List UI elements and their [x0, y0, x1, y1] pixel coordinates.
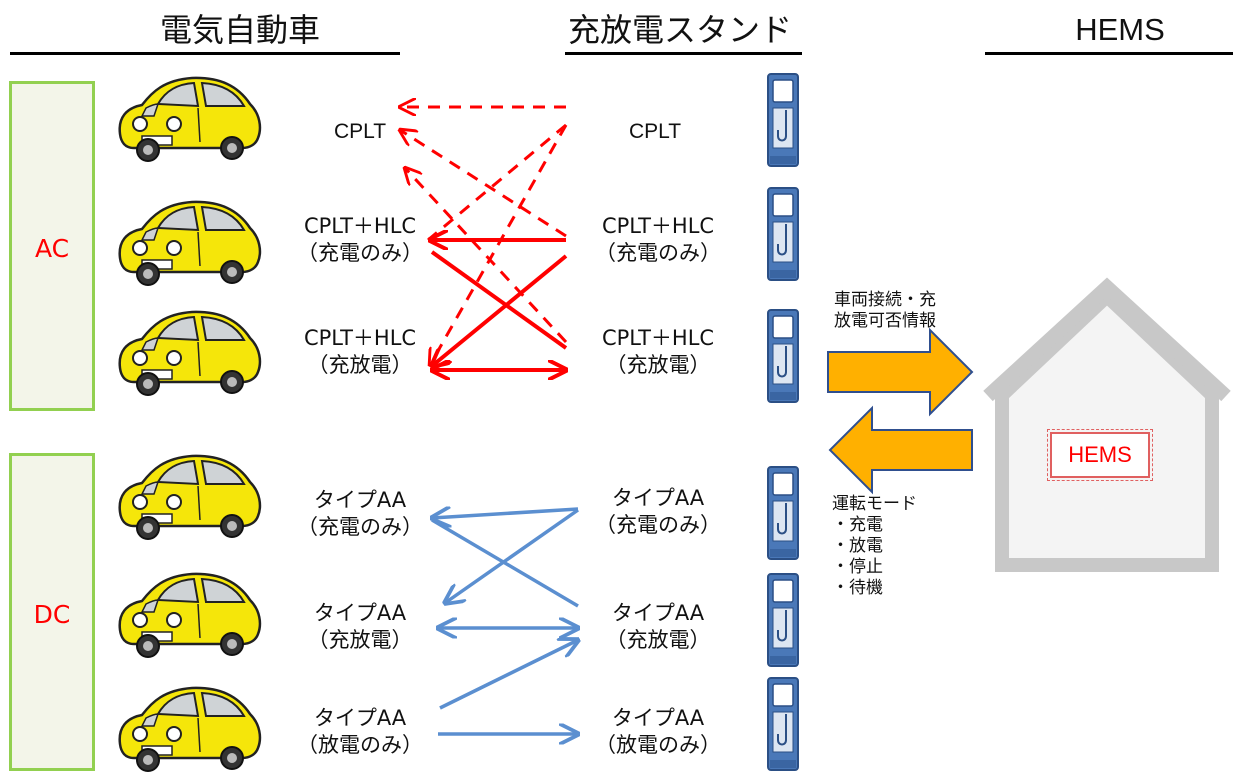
dc-link-charge-to-charge [432, 509, 579, 518]
station-label-5: タイプAA（充放電） [605, 601, 711, 652]
from-hems-note: 運転モード ・充電 ・放電 ・停止 ・待機 [832, 494, 917, 598]
to-hems-arrow [827, 327, 974, 417]
dc-links [432, 509, 578, 734]
car-label-5: タイプAA（充放電） [307, 601, 413, 652]
dc-link-v2h-to-charge [431, 518, 579, 608]
to-hems-note: 車両接続・充放電可否情報 [834, 290, 936, 331]
ac-link-hlc-v2h-to-cplt [405, 168, 568, 344]
house-outline [995, 286, 1219, 572]
dc-link-discharge-to-v2h [439, 640, 578, 710]
ac-link-cplt-to-hlc-charge [427, 123, 567, 242]
house-roof [983, 277, 1231, 402]
station-label-6: タイプAA（放電のみ） [595, 706, 721, 757]
car-label-1: CPLT [333, 120, 387, 143]
car-label-4: タイプAA（充電のみ） [297, 488, 423, 539]
ac-group-label: AC [34, 234, 70, 263]
station-illustration-1 [767, 73, 799, 167]
from-hems-arrow [828, 405, 973, 495]
station-illustration-5 [767, 573, 799, 667]
ev-column-rule [10, 52, 400, 55]
car-illustration-4 [118, 454, 262, 540]
car-label-2: CPLT＋HLC（充電のみ） [297, 214, 423, 265]
station-label-1: CPLT [628, 120, 682, 143]
ac-link-hlc-v2h-to-hlc-charge [430, 250, 568, 350]
car-illustration-6 [118, 686, 262, 772]
ev-column-title: 電気自動車 [159, 11, 320, 49]
station-column-rule [565, 52, 802, 55]
car-illustration-3 [118, 310, 262, 396]
station-illustration-6 [766, 676, 800, 772]
station-label-4: タイプAA（充電のみ） [595, 486, 721, 537]
hems-column-title: HEMS [1075, 12, 1165, 47]
ac-group-box [9, 81, 95, 411]
ac-link-hlc-charge-to-cplt [400, 130, 567, 238]
dc-group-label: DC [33, 600, 71, 629]
station-illustration-2 [767, 187, 799, 281]
car-illustration-5 [118, 572, 262, 658]
house-hems-label: HEMS [1047, 429, 1153, 481]
ac-links [400, 107, 566, 370]
station-illustration-3 [767, 309, 799, 403]
station-label-2: CPLT＋HLC（充電のみ） [595, 214, 721, 265]
dc-group-box [9, 453, 95, 771]
car-illustration-2 [118, 200, 262, 286]
ac-link-hlc-charge-to-hlc-v2h [432, 254, 568, 366]
station-label-3: CPLT＋HLC（充放電） [601, 326, 715, 377]
dc-link-charge-to-v2h [445, 508, 580, 603]
station-illustration-4 [766, 465, 800, 561]
car-label-3: CPLT＋HLC（充放電） [303, 326, 417, 377]
car-label-6: タイプAA（放電のみ） [297, 706, 423, 757]
hems-column-rule [985, 52, 1233, 55]
car-illustration-1 [118, 76, 262, 162]
ac-link-cplt-to-hlc-v2h [430, 124, 568, 365]
station-column-title: 充放電スタンド [567, 11, 792, 49]
